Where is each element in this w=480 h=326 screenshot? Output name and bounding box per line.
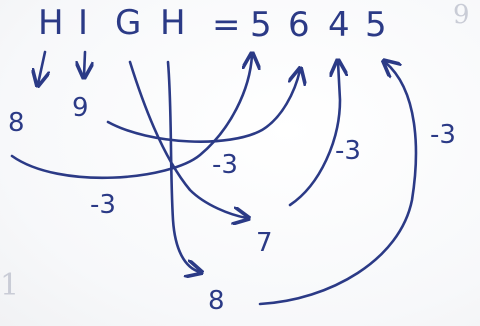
mapped-digit-7: 7 xyxy=(256,228,273,258)
shift-label: -3 xyxy=(335,136,361,166)
arrow-8-to-5 xyxy=(10,55,252,180)
paper-mark: 1 xyxy=(0,268,20,303)
arrow-8-to-last-5 xyxy=(258,62,418,306)
arrow-9-to-6 xyxy=(106,70,300,143)
letter-h: H xyxy=(160,3,186,43)
arrow-i-to-9 xyxy=(84,50,85,76)
shift-label: -3 xyxy=(430,120,456,150)
mapped-digit-8-bottom: 8 xyxy=(208,286,225,316)
arrow-h2-down xyxy=(166,60,200,272)
arrow-7-to-4 xyxy=(288,62,340,207)
paper-mark: 9 xyxy=(453,0,470,30)
arrow-h-to-8 xyxy=(38,50,45,84)
number-digit: 6 xyxy=(288,5,310,45)
arrow-g-down xyxy=(128,60,247,218)
letter-h: H xyxy=(38,3,64,43)
shift-label: -3 xyxy=(212,150,238,180)
letter-g: G xyxy=(115,3,142,43)
letter-i: I xyxy=(78,3,89,43)
mapped-digit-8: 8 xyxy=(8,108,25,138)
number-digit: 5 xyxy=(250,5,272,45)
equals-sign: = xyxy=(212,5,241,45)
mapped-digit-9: 9 xyxy=(72,93,89,123)
number-digit: 4 xyxy=(328,5,350,45)
number-digit: 5 xyxy=(365,5,387,45)
shift-label: -3 xyxy=(90,190,116,220)
